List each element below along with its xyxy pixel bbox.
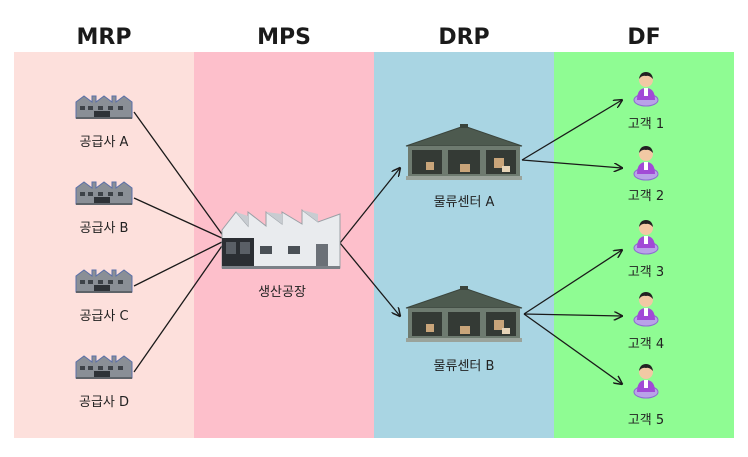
customer-1-label: 고객 1 <box>628 117 664 132</box>
drp-column-bg <box>374 52 554 438</box>
small-factory-icon <box>75 269 133 294</box>
column-title-mrp: MRP <box>77 25 132 50</box>
factory-icon <box>221 209 341 269</box>
customer-1: 고객 1 <box>628 71 664 132</box>
supplier-a: 공급사 A <box>75 95 133 150</box>
link-center-b-customer-3 <box>523 250 622 315</box>
link-supplier-b-plant <box>133 197 225 240</box>
production-plant: 생산공장 <box>221 209 341 300</box>
link-center-a-customer-1 <box>521 100 622 161</box>
customer-4: 고객 4 <box>628 291 664 352</box>
supplier-b-label: 공급사 B <box>80 221 129 236</box>
link-center-a-customer-2 <box>521 159 622 168</box>
customer-3-label: 고객 3 <box>628 265 664 280</box>
distribution-center-b: 물류센터 B <box>405 285 523 374</box>
production-plant-label: 생산공장 <box>258 285 306 300</box>
link-supplier-c-plant <box>133 240 225 287</box>
small-factory-icon <box>75 355 133 380</box>
link-center-b-customer-4 <box>523 314 622 316</box>
supplier-a-label: 공급사 A <box>80 135 129 150</box>
small-factory-icon <box>75 95 133 120</box>
small-factory-icon <box>75 181 133 206</box>
link-center-b-customer-5 <box>523 313 622 384</box>
link-supplier-d-plant <box>133 242 225 373</box>
supplier-b: 공급사 B <box>75 181 133 236</box>
supplier-c-label: 공급사 C <box>79 309 128 324</box>
customer-4-label: 고객 4 <box>628 337 664 352</box>
supplier-d-label: 공급사 D <box>79 395 129 410</box>
customer-2: 고객 2 <box>628 145 664 204</box>
column-title-mps: MPS <box>257 25 311 50</box>
column-title-drp: DRP <box>438 25 489 50</box>
connectors <box>133 100 622 384</box>
link-plant-center-a <box>339 168 400 244</box>
column-title-df: DF <box>627 25 660 50</box>
distribution-center-a: 물류센터 A <box>405 123 523 210</box>
customer-2-label: 고객 2 <box>628 189 664 204</box>
customer-3: 고객 3 <box>628 219 664 280</box>
link-supplier-a-plant <box>133 111 225 238</box>
link-plant-center-b <box>339 242 400 316</box>
supplier-d: 공급사 D <box>75 355 133 410</box>
customer-5: 고객 5 <box>628 363 664 428</box>
distribution-center-a-label: 물류센터 A <box>434 195 495 210</box>
supplier-c: 공급사 C <box>75 269 133 324</box>
customer-5-label: 고객 5 <box>628 413 664 428</box>
distribution-center-b-label: 물류센터 B <box>434 359 495 374</box>
